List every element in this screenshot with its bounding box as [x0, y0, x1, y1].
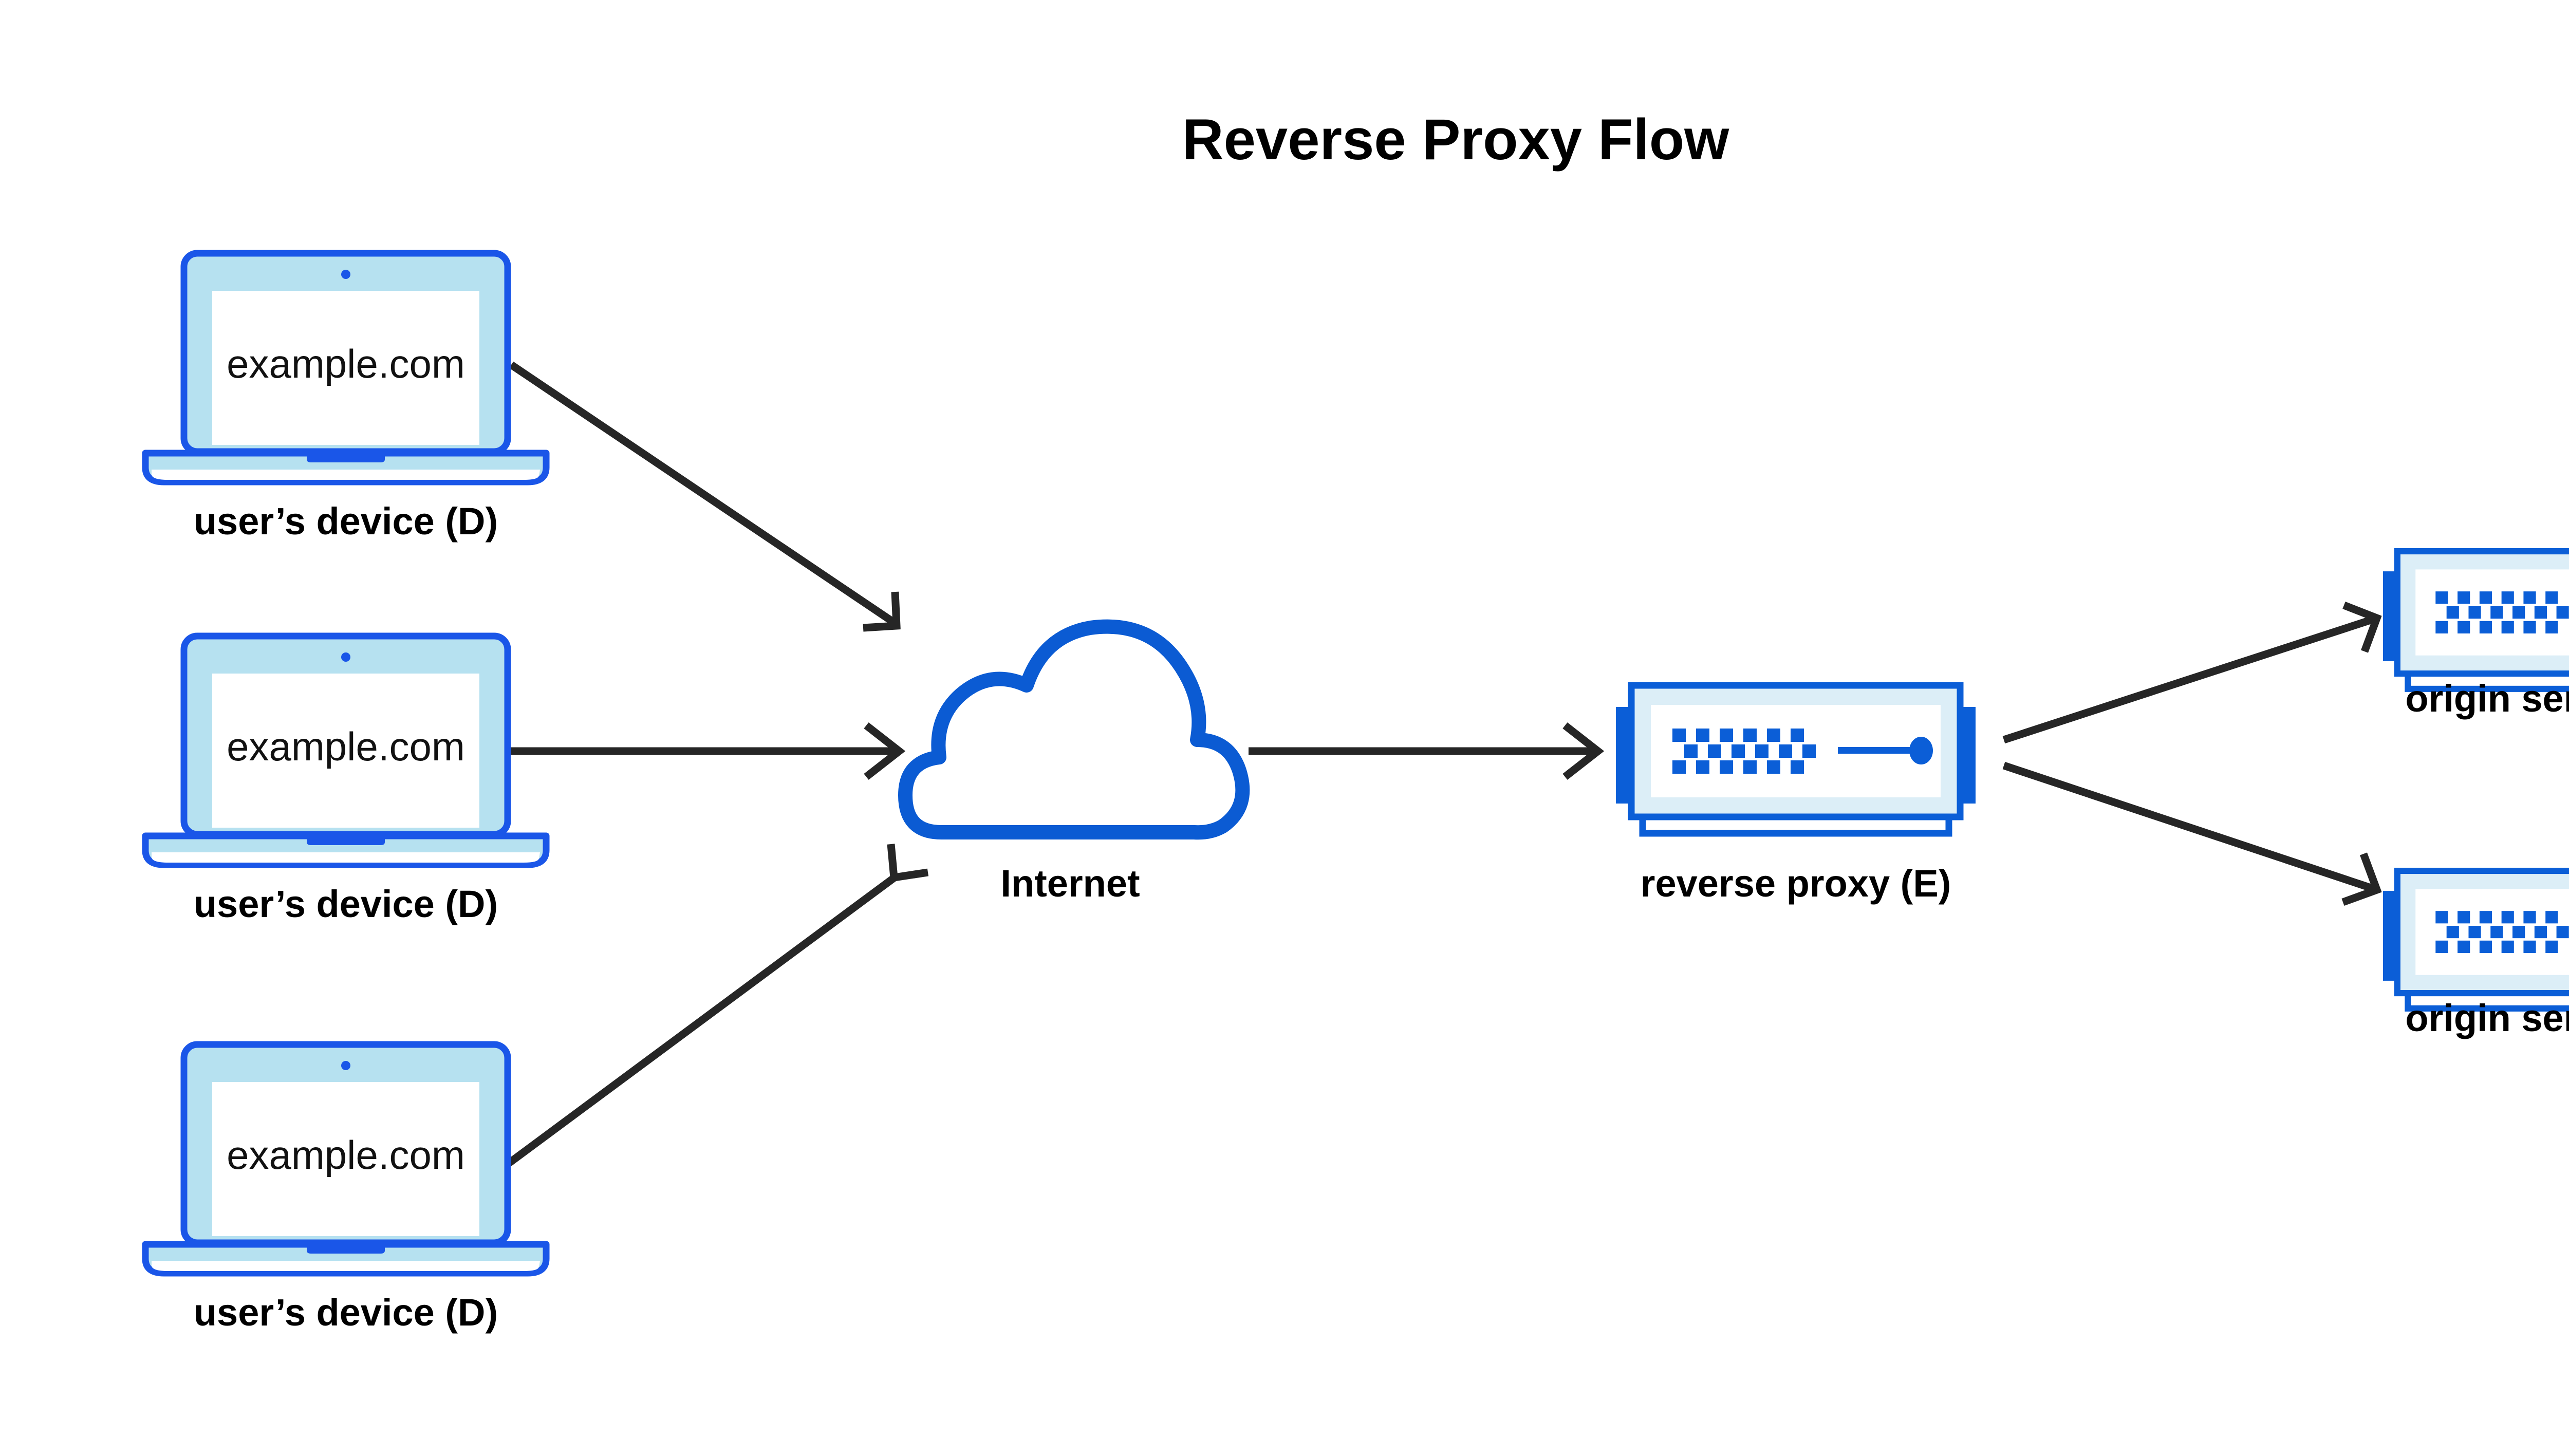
origin2-label: origin server (F) — [2405, 997, 2569, 1039]
node-user-device-2[interactable]: example.com user’s device (D) — [145, 636, 546, 925]
edges-layer — [504, 361, 2382, 1169]
node-reverse-proxy[interactable]: reverse proxy (E) — [1616, 685, 1976, 905]
edge-reverse-proxy-to-origin2 — [2002, 761, 2382, 906]
device1-screen-text: example.com — [227, 341, 465, 386]
edge-device3-to-internet — [504, 844, 929, 1169]
cloud-icon — [898, 619, 1250, 840]
internet-label: Internet — [1000, 862, 1140, 905]
node-origin-server-2[interactable]: origin server (F) — [2383, 871, 2569, 1039]
server-icon — [2383, 871, 2569, 1009]
server-icon — [1616, 685, 1976, 833]
edge-device2-to-internet — [509, 722, 906, 780]
device3-screen-text: example.com — [227, 1132, 465, 1178]
server-icon — [2383, 551, 2569, 689]
device3-label: user’s device (D) — [194, 1291, 498, 1334]
device1-label: user’s device (D) — [194, 500, 498, 543]
node-origin-server-1[interactable]: origin server (F) — [2383, 551, 2569, 720]
edge-reverse-proxy-to-origin1 — [2002, 602, 2382, 744]
device2-label: user’s device (D) — [194, 883, 498, 925]
reverse-proxy-label: reverse proxy (E) — [1641, 862, 1951, 905]
page-title: Reverse Proxy Flow — [1182, 107, 1729, 172]
edge-device1-to-internet — [509, 361, 901, 632]
node-user-device-3[interactable]: example.com user’s device (D) — [145, 1044, 546, 1334]
device2-screen-text: example.com — [227, 724, 465, 769]
origin1-label: origin server (F) — [2405, 677, 2569, 720]
node-internet[interactable]: Internet — [898, 619, 1250, 905]
edge-internet-to-reverse-proxy — [1249, 722, 1605, 780]
node-user-device-1[interactable]: example.com user’s device (D) — [145, 253, 546, 543]
